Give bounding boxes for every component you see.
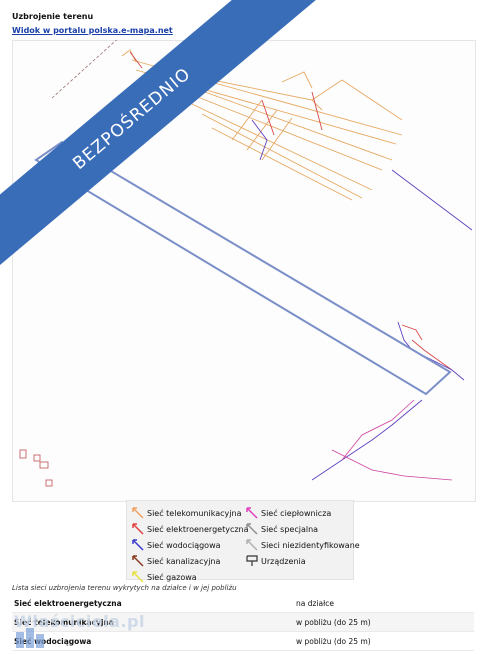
watermark-text: Właściciela.pl xyxy=(14,612,145,631)
power-line-icon xyxy=(132,523,144,535)
network-status: w pobliżu (do 25 m) xyxy=(294,612,474,632)
gas-line-icon xyxy=(132,571,144,583)
network-list-caption: Lista sieci uzbrojenia terenu wykrytych … xyxy=(12,584,237,592)
water-line-icon xyxy=(132,539,144,551)
legend-item-telecom: Sieć telekomunikacyjna xyxy=(131,505,249,521)
legend-label: Sieć ciepłownicza xyxy=(261,508,332,518)
heating-line-icon xyxy=(246,507,258,519)
legend-column-right: Sieć ciepłownicza Sieć specjalna Sieci n… xyxy=(245,505,360,569)
network-status: w pobliżu (do 25 m) xyxy=(294,631,474,651)
water-network xyxy=(251,119,473,481)
telecom-line-icon xyxy=(132,507,144,519)
map-frame[interactable] xyxy=(12,40,476,502)
unidentified-line-icon xyxy=(246,539,258,551)
power-network xyxy=(129,51,453,371)
legend-item-gas: Sieć gazowa xyxy=(131,569,249,585)
legend-label: Sieć specjalna xyxy=(261,524,319,534)
sewer-line-icon xyxy=(132,555,144,567)
heating-network xyxy=(331,399,453,481)
network-table: Sieć elektroenergetyczna na działce Sieć… xyxy=(12,594,474,651)
legend-label: Sieć telekomunikacyjna xyxy=(147,508,242,518)
page-title: Uzbrojenie terenu xyxy=(12,12,94,21)
legend-label: Sieci niezidentyfikowane xyxy=(261,540,360,550)
special-line-icon xyxy=(246,523,258,535)
legend-item-power: Sieć elektroenergetyczna xyxy=(131,521,249,537)
legend-label: Sieć elektroenergetyczna xyxy=(147,524,249,534)
legend-item-sewer: Sieć kanalizacyjna xyxy=(131,553,249,569)
legend-label: Urządzenia xyxy=(261,556,306,566)
network-name: Sieć telekomunikacyjna xyxy=(12,612,294,632)
legend-item-water: Sieć wodociągowa xyxy=(131,537,249,553)
table-row: Sieć telekomunikacyjna w pobliżu (do 25 … xyxy=(12,612,474,632)
portal-link[interactable]: Widok w portalu polska.e-mapa.net xyxy=(12,26,173,35)
legend-item-heating: Sieć ciepłownicza xyxy=(245,505,360,521)
building-outlines xyxy=(19,449,53,487)
network-status: na działce xyxy=(294,594,474,613)
legend-item-special: Sieć specjalna xyxy=(245,521,360,537)
utility-map[interactable] xyxy=(12,40,474,500)
watermark-logo-icon xyxy=(16,628,44,648)
legend-item-devices: Urządzenia xyxy=(245,553,360,569)
legend-item-unidentified: Sieci niezidentyfikowane xyxy=(245,537,360,553)
device-icon xyxy=(246,555,258,566)
network-name: Sieć wodociągowa xyxy=(12,631,294,651)
table-row: Sieć elektroenergetyczna na działce xyxy=(12,594,474,613)
legend-label: Sieć kanalizacyjna xyxy=(147,556,221,566)
legend-label: Sieć gazowa xyxy=(147,572,197,582)
legend-column-left: Sieć telekomunikacyjna Sieć elektroenerg… xyxy=(131,505,249,585)
map-legend: Sieć telekomunikacyjna Sieć elektroenerg… xyxy=(126,500,360,583)
table-row: Sieć wodociągowa w pobliżu (do 25 m) xyxy=(12,631,474,651)
network-name: Sieć elektroenergetyczna xyxy=(12,594,294,613)
legend-label: Sieć wodociągowa xyxy=(147,540,221,550)
boundary-line xyxy=(51,40,118,99)
